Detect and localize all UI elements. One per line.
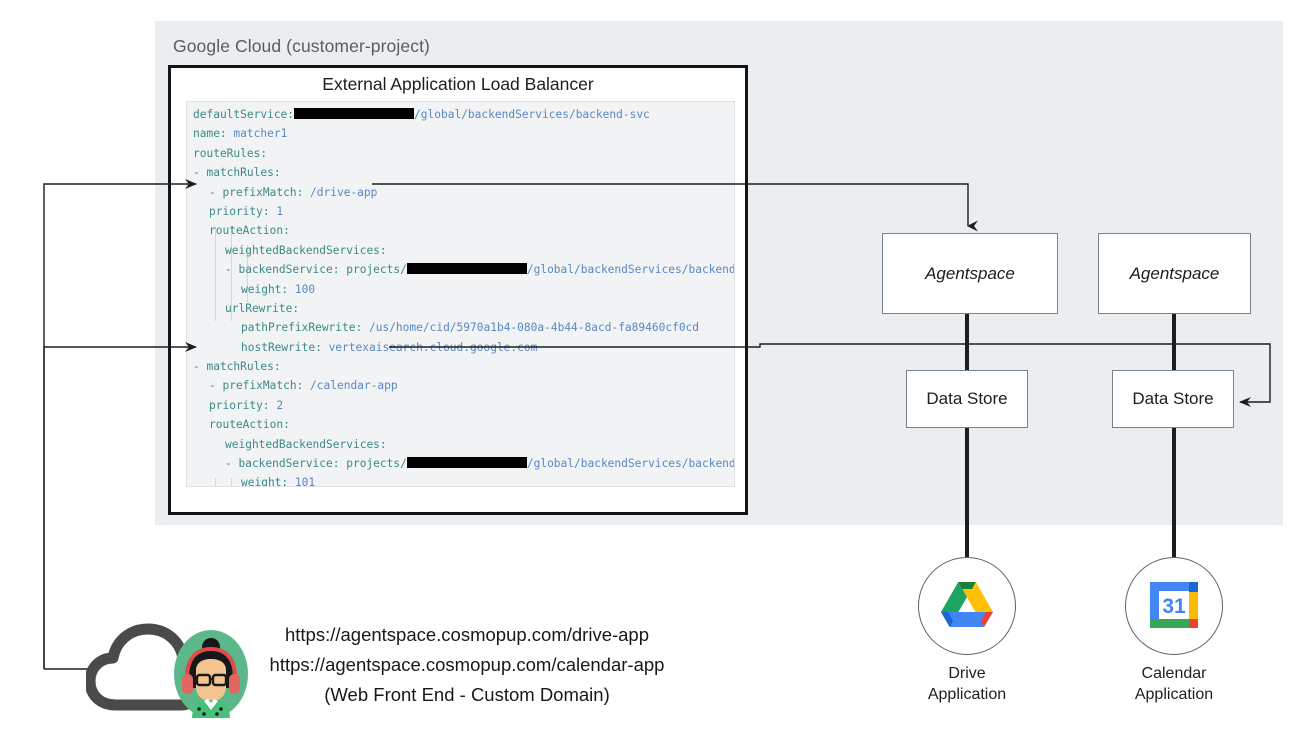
calendar-app-label: Calendar Application	[1084, 663, 1264, 705]
yaml-line: name: matcher1	[193, 127, 288, 141]
frontend-caption: (Web Front End - Custom Domain)	[324, 684, 610, 705]
calendar-app-circle[interactable]	[1125, 557, 1223, 655]
yaml-line: - prefixMatch: /calendar-app	[209, 379, 398, 393]
yaml-line: - backendService: projects//global/backe…	[225, 457, 735, 471]
yaml-line: routeAction:	[209, 224, 290, 238]
data-store-box-1[interactable]: Data Store	[906, 370, 1028, 428]
agentspace-box-2[interactable]: Agentspace	[1098, 233, 1251, 314]
yaml-line: weightedBackendServices:	[225, 243, 387, 257]
yaml-line: urlRewrite:	[225, 301, 300, 315]
google-calendar-icon: 31	[1150, 582, 1198, 628]
yaml-line: - prefixMatch: /drive-app	[209, 185, 378, 199]
drive-app-label-line2: Application	[927, 686, 1007, 703]
google-drive-icon	[941, 582, 993, 627]
yaml-line: weight: 100	[241, 282, 316, 296]
redaction-bar	[406, 263, 527, 275]
yaml-line: hostRewrite: vertexaisearch.cloud.google…	[241, 340, 538, 354]
yaml-line: - backendService: projects//global/backe…	[225, 263, 735, 277]
redaction-bar	[294, 108, 415, 119]
calendar-app-label-line1: Calendar	[1141, 665, 1207, 682]
redaction-bar	[406, 457, 527, 469]
yaml-line: defaultService:/global/backendServices/b…	[193, 108, 650, 121]
indent-guide	[215, 478, 216, 486]
indent-guide	[231, 226, 232, 321]
user-avatar-icon	[174, 630, 248, 718]
load-balancer-title: External Application Load Balancer	[322, 74, 594, 94]
drive-app-circle[interactable]	[918, 557, 1016, 655]
yaml-line: weight: 101	[241, 476, 316, 487]
indent-guide	[231, 478, 232, 486]
calendar-app-label-line2: Application	[1134, 686, 1214, 703]
drive-app-label: Drive Application	[877, 663, 1057, 705]
data-store-box-2[interactable]: Data Store	[1112, 370, 1234, 428]
yaml-line: weightedBackendServices:	[225, 437, 387, 451]
frontend-urls: https://agentspace.cosmopup.com/drive-ap…	[192, 620, 742, 710]
yaml-line: - matchRules:	[193, 166, 281, 180]
url-drive-app: https://agentspace.cosmopup.com/drive-ap…	[284, 624, 650, 645]
yaml-line: pathPrefixRewrite: /us/home/cid/5970a1b4…	[241, 321, 700, 335]
drive-app-label-line1: Drive	[948, 665, 986, 682]
url-calendar-app: https://agentspace.cosmopup.com/calendar…	[269, 654, 665, 675]
yaml-line: priority: 1	[209, 204, 284, 218]
yaml-line: routeRules:	[193, 146, 268, 160]
svg-text:31: 31	[1162, 595, 1186, 618]
indent-guide	[247, 245, 248, 302]
yaml-line: priority: 2	[209, 398, 284, 412]
yaml-line: routeAction:	[209, 418, 290, 432]
url-map-yaml-code-block: defaultService:/global/backendServices/b…	[186, 101, 735, 487]
yaml-line: - matchRules:	[193, 360, 281, 374]
agentspace-box-1[interactable]: Agentspace	[882, 233, 1058, 314]
yaml-lines: defaultService:/global/backendServices/b…	[187, 105, 735, 487]
google-cloud-panel-label: Google Cloud (customer-project)	[173, 36, 430, 56]
indent-guide	[215, 226, 216, 321]
